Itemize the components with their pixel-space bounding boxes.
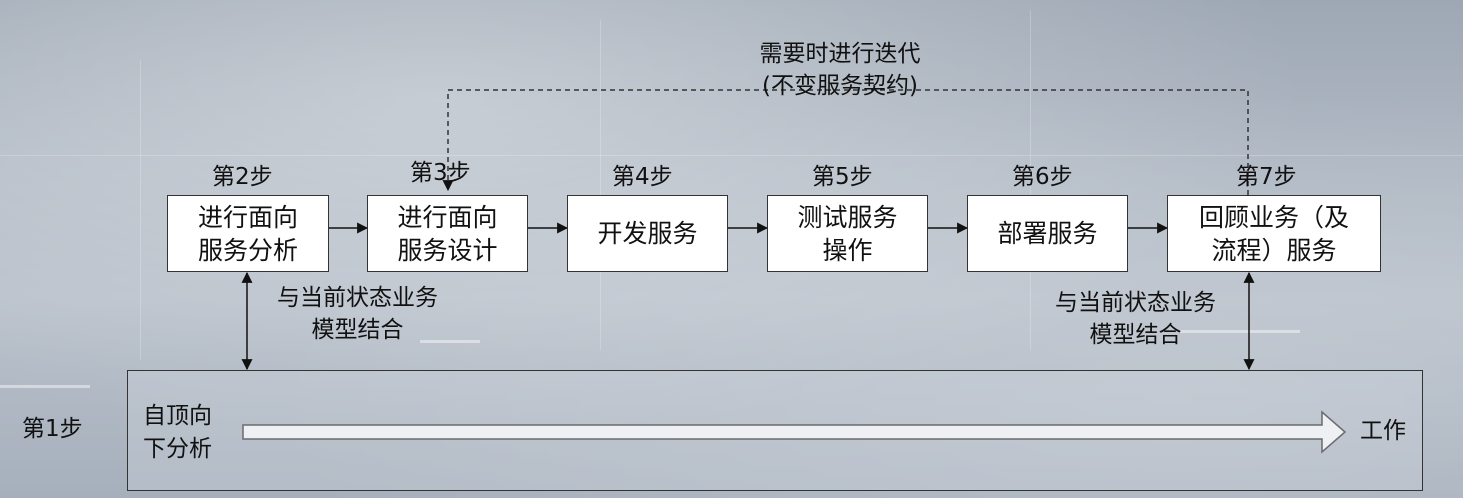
background-streak [1030,10,1031,350]
background-streak [420,340,480,343]
iteration-label-line2: (不变服务契约) [762,73,918,99]
step1-panel [127,370,1423,491]
combine-label-right: 与当前状态业务 模型结合 [1028,288,1243,350]
step-box-line2: 服务设计 [397,235,498,265]
background-streak [0,155,1463,156]
step-box-line1: 测试服务 [797,202,898,232]
step-box-line1: 开发服务 [597,219,698,248]
iteration-label-line1: 需要时进行迭代 [759,41,921,67]
step-box-line2: 操作 [822,235,873,265]
step-label-3: 第3步 [410,160,471,186]
combine-label-left-line2: 模型结合 [311,317,404,343]
step-box-test: 测试服务操作 [767,195,928,272]
iteration-label: 需要时进行迭代 (不变服务契约) [700,39,980,101]
step-box-analysis: 进行面向服务分析 [167,195,329,272]
step-label-4: 第4步 [612,164,673,190]
combine-label-left-line1: 与当前状态业务 [277,285,438,311]
step-box-deploy: 部署服务 [967,195,1128,272]
step-box-line1: 进行面向 [397,202,498,232]
combine-label-left: 与当前状态业务 模型结合 [250,283,465,345]
step-box-design: 进行面向服务设计 [367,195,528,272]
work-label: 工作 [1360,418,1406,444]
step-label-1: 第1步 [22,416,83,442]
background-streak [140,60,141,360]
step-box-line1: 回顾业务（及 [1198,202,1349,232]
step-box-line1: 部署服务 [997,219,1098,248]
top-down-line1: 自顶向 [143,403,212,429]
step-box-review: 回顾业务（及流程）服务 [1167,195,1381,272]
combine-label-right-line2: 模型结合 [1089,322,1182,348]
iteration-loop-line [442,89,1249,195]
step-box-line2: 服务分析 [197,235,298,265]
background-streak [600,20,601,350]
top-down-analysis-label: 自顶向 下分析 [143,401,212,464]
step-label-2: 第2步 [212,164,273,190]
step-label-6: 第6步 [1012,164,1073,190]
step-label-5: 第5步 [812,164,873,190]
background-streak [1180,330,1300,333]
top-down-work-arrow [242,410,1347,454]
step-box-develop: 开发服务 [567,195,728,272]
background-streak [0,385,90,388]
step-box-line2: 流程）服务 [1211,235,1337,265]
top-down-line2: 下分析 [143,436,212,462]
step-label-7: 第7步 [1236,164,1297,190]
step-box-line1: 进行面向 [197,202,298,232]
combine-label-right-line1: 与当前状态业务 [1055,290,1216,316]
